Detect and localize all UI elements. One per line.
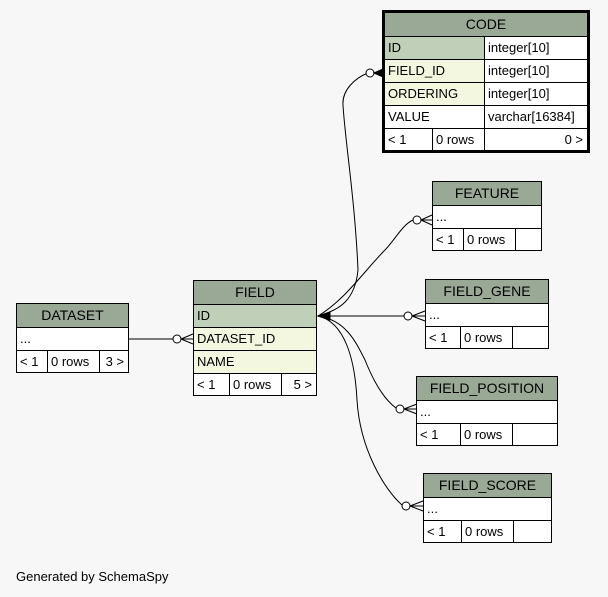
row-count: 0 rows (461, 424, 513, 445)
column-name: FIELD_ID (385, 60, 485, 82)
children-count[interactable]: 3 > (105, 354, 124, 369)
table-footer: < 1 0 rows 3 > (17, 351, 128, 372)
row-count: 0 rows (230, 374, 282, 395)
column-row[interactable]: NAME (194, 351, 316, 374)
crowfoot-marker (420, 214, 433, 226)
table-title[interactable]: FIELD_POSITION (417, 377, 557, 401)
column-name: NAME (194, 351, 316, 373)
children-count (514, 521, 551, 542)
row-count: 0 rows (48, 351, 100, 372)
columns-summary: ... (426, 304, 548, 326)
table-title[interactable]: DATASET (17, 304, 128, 328)
optional-marker (172, 334, 182, 344)
generated-by-credit: Generated by SchemaSpy (16, 569, 169, 584)
column-row[interactable]: VALUE varchar[16384] (385, 106, 587, 129)
column-row[interactable]: ID (194, 305, 316, 328)
columns-summary-row[interactable]: ... (424, 498, 551, 521)
children-count (513, 424, 557, 445)
columns-summary-row[interactable]: ... (417, 401, 557, 424)
columns-summary: ... (433, 206, 541, 228)
table-feature[interactable]: FEATURE ... < 1 0 rows (432, 181, 542, 251)
columns-summary-row[interactable]: ... (426, 304, 548, 327)
crowfoot-marker (411, 310, 426, 322)
table-footer: < 1 0 rows (433, 229, 541, 250)
column-row[interactable]: DATASET_ID (194, 328, 316, 351)
optional-marker (395, 404, 405, 414)
columns-summary: ... (417, 401, 557, 423)
children-count[interactable]: 5 > (293, 377, 312, 392)
row-count: 0 rows (433, 129, 485, 150)
table-title[interactable]: FEATURE (433, 182, 541, 206)
parents-count[interactable]: < 1 (424, 521, 462, 542)
one-marker (316, 311, 331, 321)
crowfoot-marker (403, 403, 418, 415)
crowfoot-marker (409, 500, 424, 512)
table-title[interactable]: FIELD_SCORE (424, 474, 551, 498)
optional-marker (403, 311, 413, 321)
parents-count[interactable]: < 1 (433, 229, 464, 250)
column-type: varchar[16384] (485, 106, 587, 128)
parents-count[interactable]: < 1 (17, 351, 48, 372)
table-title[interactable]: FIELD (194, 281, 316, 305)
table-footer: < 1 0 rows 5 > (194, 374, 316, 395)
table-title[interactable]: CODE (385, 13, 587, 37)
optional-marker (412, 215, 422, 225)
children-count[interactable]: 0 > (564, 132, 583, 147)
table-field-score[interactable]: FIELD_SCORE ... < 1 0 rows (423, 473, 552, 543)
optional-marker (401, 501, 411, 511)
column-row[interactable]: FIELD_ID integer[10] (385, 60, 587, 83)
table-field-position[interactable]: FIELD_POSITION ... < 1 0 rows (416, 376, 558, 446)
link-field-position (317, 315, 397, 409)
column-name: VALUE (385, 106, 485, 128)
columns-summary: ... (17, 328, 128, 350)
column-type: integer[10] (485, 60, 587, 82)
column-name: ORDERING (385, 83, 485, 105)
row-count: 0 rows (464, 229, 516, 250)
column-name: ID (194, 305, 316, 327)
row-count: 0 rows (462, 521, 514, 542)
column-name: DATASET_ID (194, 328, 316, 350)
parents-count[interactable]: < 1 (426, 327, 461, 348)
columns-summary-row[interactable]: ... (433, 206, 541, 229)
children-count (516, 229, 541, 250)
row-count: 0 rows (461, 327, 513, 348)
table-footer: < 1 0 rows (426, 327, 548, 348)
table-footer: < 1 0 rows 0 > (385, 129, 587, 150)
columns-summary-row[interactable]: ... (17, 328, 128, 351)
table-dataset[interactable]: DATASET ... < 1 0 rows 3 > (16, 303, 129, 373)
link-field-score (317, 315, 403, 506)
link-field-feature (317, 219, 414, 317)
table-code[interactable]: CODE ID integer[10] FIELD_ID integer[10]… (382, 10, 590, 153)
table-footer: < 1 0 rows (424, 521, 551, 542)
parents-count[interactable]: < 1 (194, 374, 230, 395)
children-count (513, 327, 548, 348)
parents-count[interactable]: < 1 (417, 424, 461, 445)
parents-count[interactable]: < 1 (385, 129, 433, 150)
column-name: ID (385, 37, 485, 59)
crowfoot-marker (180, 333, 194, 345)
column-type: integer[10] (485, 37, 587, 59)
table-field-gene[interactable]: FIELD_GENE ... < 1 0 rows (425, 279, 549, 349)
column-row[interactable]: ID integer[10] (385, 37, 587, 60)
column-row[interactable]: ORDERING integer[10] (385, 83, 587, 106)
columns-summary: ... (424, 498, 551, 520)
column-type: integer[10] (485, 83, 587, 105)
table-field[interactable]: FIELD ID DATASET_ID NAME < 1 0 rows 5 > (193, 280, 317, 396)
table-footer: < 1 0 rows (417, 424, 557, 445)
table-title[interactable]: FIELD_GENE (426, 280, 548, 304)
link-field-code (317, 72, 369, 317)
